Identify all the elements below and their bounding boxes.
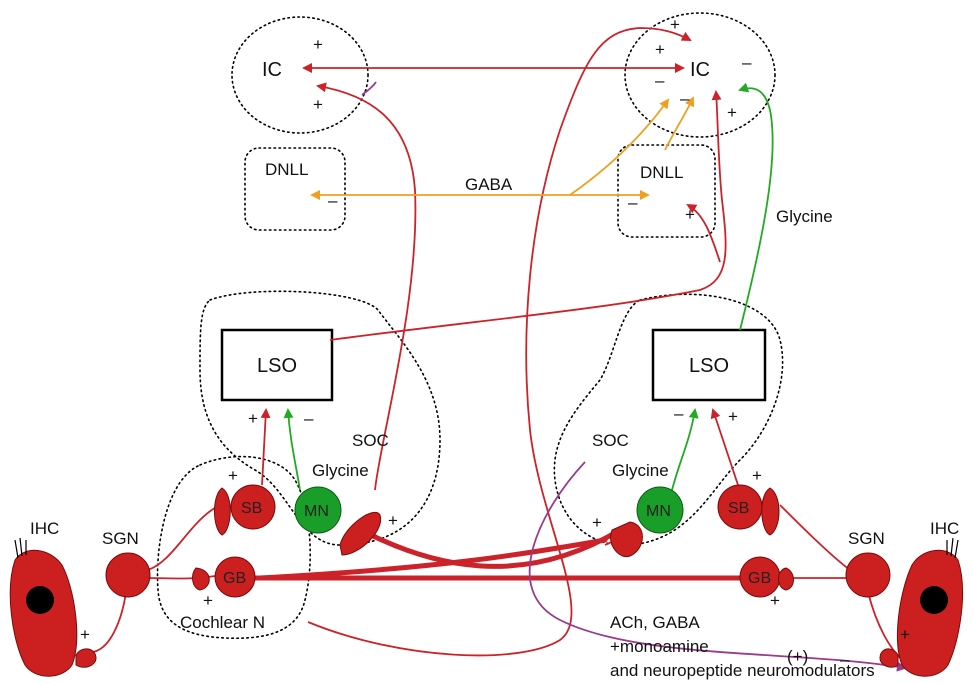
mn-left-label: MN — [304, 503, 329, 520]
sgn-right-cell — [846, 553, 890, 597]
sign-gb-left-plus: + — [203, 591, 213, 610]
dnll-right-region — [618, 145, 715, 237]
ihc-right-synapse — [880, 649, 898, 667]
sign-ic-right-top: + — [670, 15, 680, 34]
sign-lso-left-plus: + — [248, 409, 258, 428]
sign-mn-right-plus: + — [592, 513, 602, 532]
sign-efferent-minus: – — [840, 650, 850, 669]
glycine-left-label: Glycine — [312, 461, 369, 480]
sgn-left-to-ihc-left — [92, 592, 126, 652]
glycine-top-label: Glycine — [776, 207, 833, 226]
sign-dnll-right-plus: + — [685, 205, 695, 224]
sign-ihc-left-plus: + — [80, 625, 90, 644]
sign-ic-right-plus-low: + — [727, 103, 737, 122]
mn-right-label: MN — [646, 503, 671, 520]
sign-ic-right-minus-a: – — [655, 71, 665, 90]
ic-left-region — [232, 17, 368, 133]
efferent-plus-paren: (+) — [787, 647, 808, 666]
sb-right-label: SB — [728, 500, 749, 517]
ihc-right-label: IHC — [930, 519, 959, 538]
glycine-right-label: Glycine — [612, 461, 669, 480]
sign-gb-right-plus: + — [770, 591, 780, 610]
soc-right-label: SOC — [592, 431, 629, 450]
sb-left-to-lso-left — [262, 410, 266, 485]
sign-ic-right-minus-c: – — [742, 53, 752, 72]
sign-lso-right-minus: – — [674, 404, 684, 423]
sgn-right-label: SGN — [848, 529, 885, 548]
ihc-left-synapse — [76, 649, 96, 667]
lso-right-label: LSO — [689, 355, 729, 377]
sgn-left-label: SGN — [102, 529, 139, 548]
ic-right-label: IC — [690, 59, 710, 81]
sign-ic-left-top: + — [313, 35, 323, 54]
dnll-left-label: DNLL — [265, 160, 308, 179]
sgn-right-to-sb-right — [780, 505, 850, 570]
neuromodulator-line-2: +monoamine — [610, 637, 709, 656]
mn-crossing-fiber-left — [365, 530, 620, 566]
sgn-left-cell — [106, 553, 150, 597]
sign-dnll-right-minus: – — [628, 193, 638, 212]
sign-lso-right-plus: + — [728, 407, 738, 426]
cochlear-n-to-ic-right — [308, 28, 690, 655]
gb-left-label: GB — [223, 570, 246, 587]
sign-ic-left-bottom: + — [313, 95, 323, 114]
dnll-right-label: DNLL — [640, 163, 683, 182]
lso-left-label: LSO — [257, 355, 297, 377]
sb-left-label: SB — [241, 500, 262, 517]
ihc-left-nucleus — [26, 586, 54, 614]
sign-ic-right-minus-b: – — [680, 89, 690, 108]
sign-sb-left-plus: + — [228, 466, 238, 485]
soc-left-label: SOC — [352, 431, 389, 450]
sign-mn-left-plus: + — [388, 511, 398, 530]
sign-ihc-right-plus: + — [900, 625, 910, 644]
gb-right-label: GB — [748, 570, 771, 587]
neuromodulator-line-3: and neuropeptide neuromodulators — [610, 661, 875, 680]
gb-left-terminal — [193, 568, 210, 590]
sb-right-terminal — [762, 488, 779, 535]
mn-left-terminal — [340, 512, 381, 555]
sign-ic-right-left: + — [655, 40, 665, 59]
sign-dnll-left-minus: – — [328, 191, 338, 210]
soc-left-to-ic-left — [318, 86, 415, 490]
sign-sb-right-plus: + — [752, 466, 762, 485]
ic-left-label: IC — [262, 59, 282, 81]
ihc-left-label: IHC — [30, 519, 59, 538]
ic-left-efferent-stub — [362, 82, 376, 95]
ihc-right-nucleus — [920, 586, 948, 614]
neuromodulator-line-1: ACh, GABA — [610, 613, 700, 632]
gaba-label: GABA — [465, 175, 513, 194]
mn-right-terminal — [611, 522, 643, 557]
gb-right-terminal — [779, 568, 794, 590]
cochlear-n-label: Cochlear N — [180, 613, 265, 632]
sign-lso-left-minus: – — [304, 409, 314, 428]
sb-left-terminal — [215, 488, 231, 535]
